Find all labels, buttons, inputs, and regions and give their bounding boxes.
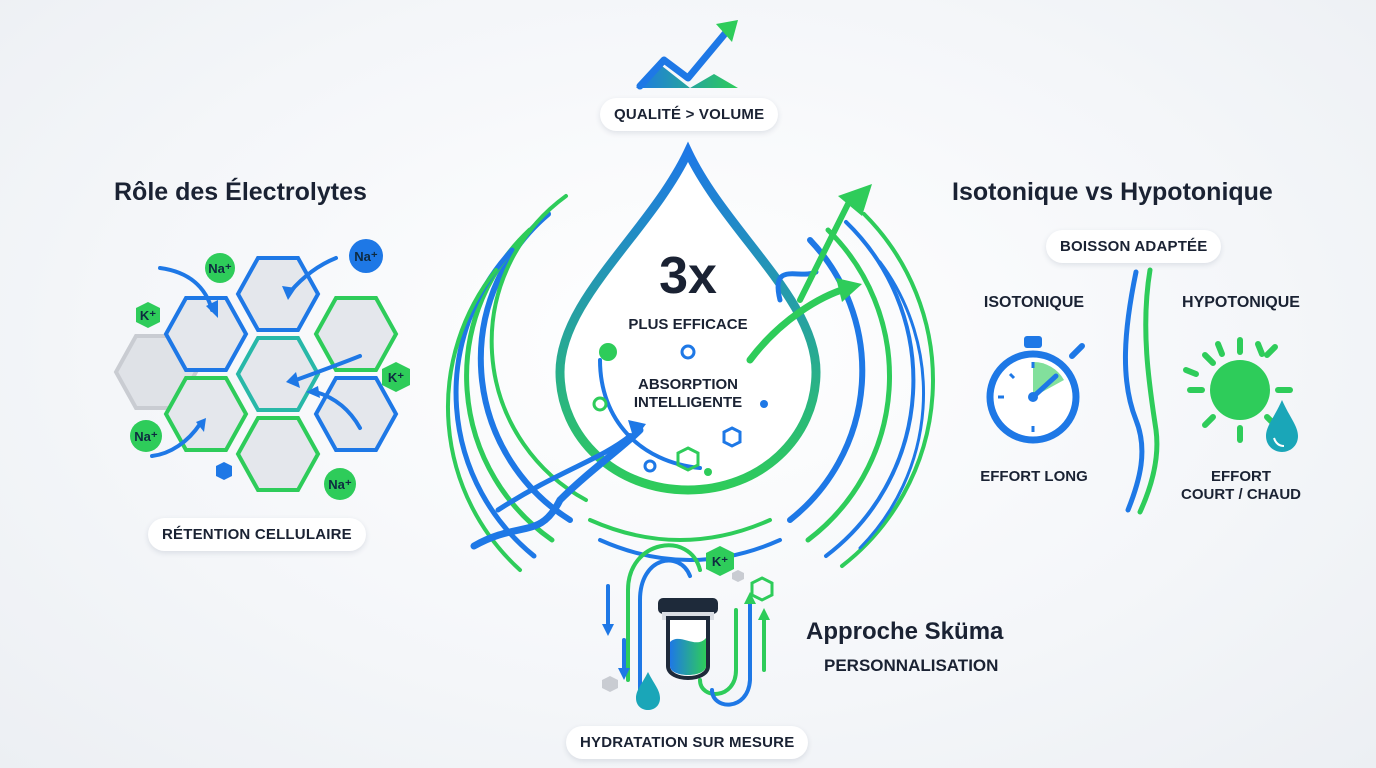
multiplier-text: 3x	[659, 247, 717, 305]
bottom-subtitle: PERSONNALISATION	[824, 656, 999, 675]
stopwatch-icon	[986, 336, 1085, 444]
divider-curves	[1122, 267, 1160, 515]
trend-up-icon	[636, 20, 738, 90]
hypotonic-caption-line1: EFFORT	[1211, 468, 1271, 485]
absorption-line1: ABSORPTION	[637, 376, 738, 393]
ion-k-2: K⁺	[388, 370, 404, 385]
left-title: Rôle des Électrolytes	[114, 178, 367, 206]
ion-na-3: Na⁺	[134, 429, 158, 444]
bubbles	[592, 343, 768, 476]
ion-na-4: Na⁺	[328, 477, 352, 492]
water-drop-icon	[636, 672, 660, 710]
ion-k-3: K⁺	[712, 554, 728, 569]
hypotonic-caption-line2: COURT / CHAUD	[1181, 486, 1301, 503]
ion-badges: Na⁺ Na⁺ K⁺ K⁺ Na⁺ Na⁺	[130, 239, 410, 500]
sun-icon	[1183, 337, 1293, 443]
ion-k-1: K⁺	[140, 308, 156, 323]
test-tube-icon	[658, 598, 718, 680]
ion-arrow-heads	[196, 286, 320, 432]
arrow-head	[836, 278, 862, 302]
swirl-rings	[445, 194, 935, 572]
top-pill: QUALITÉ > VOLUME	[600, 98, 779, 131]
absorption-line2: INTELLIGENTE	[633, 394, 743, 411]
bottom-ions: K⁺	[602, 546, 774, 692]
hexagon-cell-icon	[113, 256, 399, 492]
flow-arrow	[470, 284, 852, 550]
ion-na-2: Na⁺	[354, 249, 378, 264]
isotonic-caption: EFFORT LONG	[980, 468, 1088, 485]
hypotonic-label: HYPOTONIQUE	[1182, 294, 1300, 311]
multiplier-caption: PLUS EFFICACE	[628, 316, 748, 333]
ion-na-1: Na⁺	[208, 261, 232, 276]
right-title: Isotonique vs Hypotonique	[952, 178, 1273, 206]
right-pill: BOISSON ADAPTÉE	[1046, 230, 1222, 263]
loop-arrow-heads	[602, 592, 770, 680]
bottom-pill: HYDRATATION SUR MESURE	[566, 726, 809, 759]
left-pill: RÉTENTION CELLULAIRE	[148, 518, 366, 551]
arrow-head	[628, 420, 646, 440]
loop-arrows	[606, 543, 766, 707]
bottom-title: Approche Sküma	[806, 618, 1004, 645]
water-drop-icon	[1266, 400, 1298, 452]
isotonic-label: ISOTONIQUE	[983, 294, 1085, 311]
